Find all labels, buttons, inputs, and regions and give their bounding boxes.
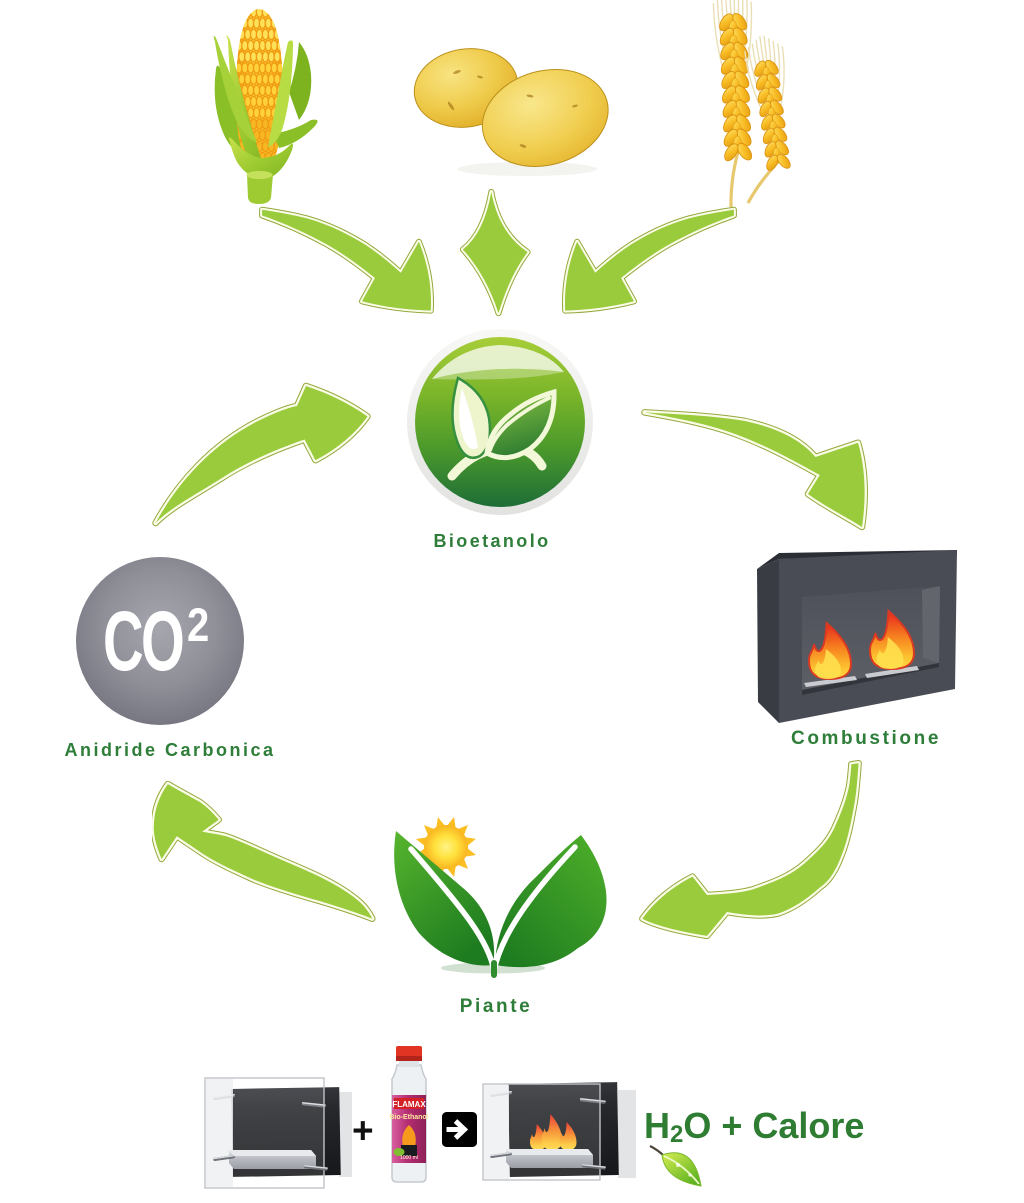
svg-text:Bio-Ethanol: Bio-Ethanol bbox=[389, 1114, 428, 1121]
svg-text:1000 ml: 1000 ml bbox=[400, 1155, 418, 1161]
svg-text:FLAMAX: FLAMAX bbox=[392, 1100, 426, 1109]
